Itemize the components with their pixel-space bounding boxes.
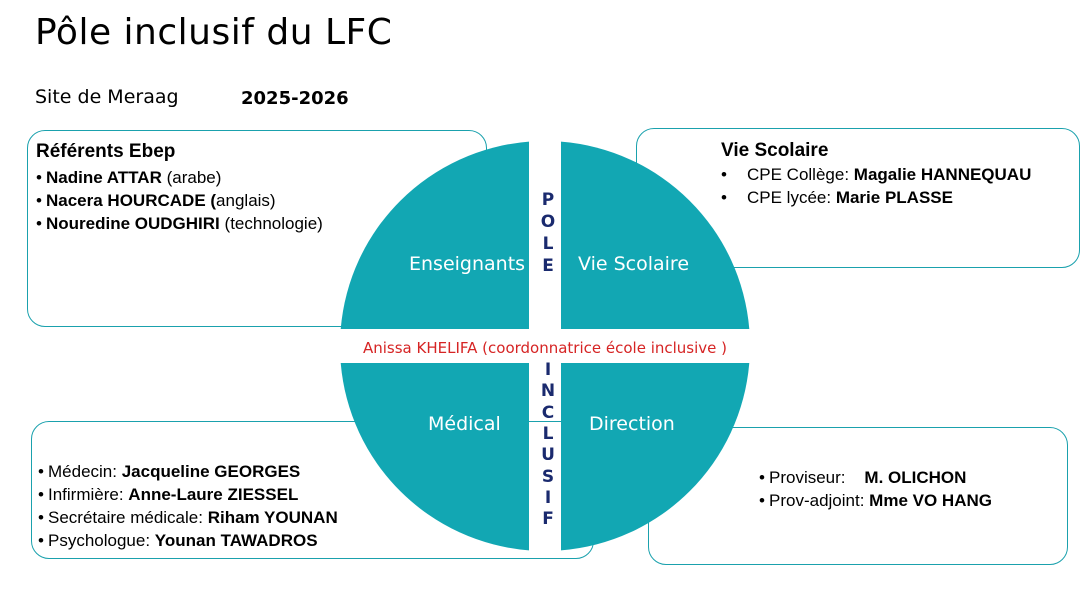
list-item: •Nacera HOURCADE (anglais) (36, 191, 276, 210)
coordinator-label: Anissa KHELIFA (coordonnatrice école inc… (340, 333, 750, 363)
quadrant-enseignants (340, 141, 529, 329)
quadrant-direction (561, 363, 750, 551)
inclusif-letter: I (544, 487, 552, 508)
pole-letter: O (540, 212, 556, 232)
list-item: •CPE lycée: Marie PLASSE (721, 188, 953, 207)
inclusif-letter: L (542, 423, 554, 444)
quadrant-medical (340, 363, 529, 551)
quadrant-label-medical: Médical (428, 413, 501, 435)
medical-list: •Médecin: Jacqueline GEORGES •Infirmière… (38, 460, 338, 552)
inclusif-letter: U (541, 445, 555, 466)
inclusif-letter: F (542, 509, 554, 530)
direction-list: •Proviseur: M. OLICHON •Prov-adjoint: Mm… (759, 466, 992, 512)
list-item: •Secrétaire médicale: Riham YOUNAN (38, 508, 338, 527)
inclusif-letter: I (544, 360, 552, 380)
quadrant-label-enseignants: Enseignants (409, 253, 526, 275)
list-item: •Médecin: Jacqueline GEORGES (38, 462, 301, 481)
pole-letter: P (541, 190, 555, 210)
list-item: •Nadine ATTAR (arabe) (36, 168, 222, 187)
pole-letter: E (542, 256, 554, 276)
list-item: •Proviseur: M. OLICHON (759, 468, 967, 487)
page-title: Pôle inclusif du LFC (35, 12, 393, 53)
list-item: •Prov-adjoint: Mme VO HANG (759, 491, 992, 510)
school-year: 2025-2026 (241, 88, 349, 109)
quadrant-label-vie-scolaire: Vie Scolaire (578, 253, 690, 275)
list-item: •CPE Collège: Magalie HANNEQUAU (721, 165, 1032, 184)
list-item: •Nouredine OUDGHIRI (technologie) (36, 214, 323, 233)
vie-scolaire-list: •CPE Collège: Magalie HANNEQUAU •CPE lyc… (721, 163, 1031, 209)
quadrant-label-direction: Direction (589, 413, 675, 435)
list-item: •Psychologue: Younan TAWADROS (38, 531, 318, 550)
inclusif-letter: C (541, 402, 555, 423)
pole-letter: L (542, 234, 554, 254)
inclusif-letter: S (541, 466, 555, 487)
referents-title: Référents Ebep (36, 141, 176, 162)
list-item: •Infirmière: Anne-Laure ZIESSEL (38, 485, 299, 504)
quadrant-vie-scolaire (561, 141, 750, 329)
referents-list: •Nadine ATTAR (arabe) •Nacera HOURCADE (… (36, 166, 323, 235)
inclusif-letter: N (540, 381, 556, 402)
site-label: Site de Meraag (35, 86, 179, 108)
vie-scolaire-title: Vie Scolaire (721, 140, 829, 161)
